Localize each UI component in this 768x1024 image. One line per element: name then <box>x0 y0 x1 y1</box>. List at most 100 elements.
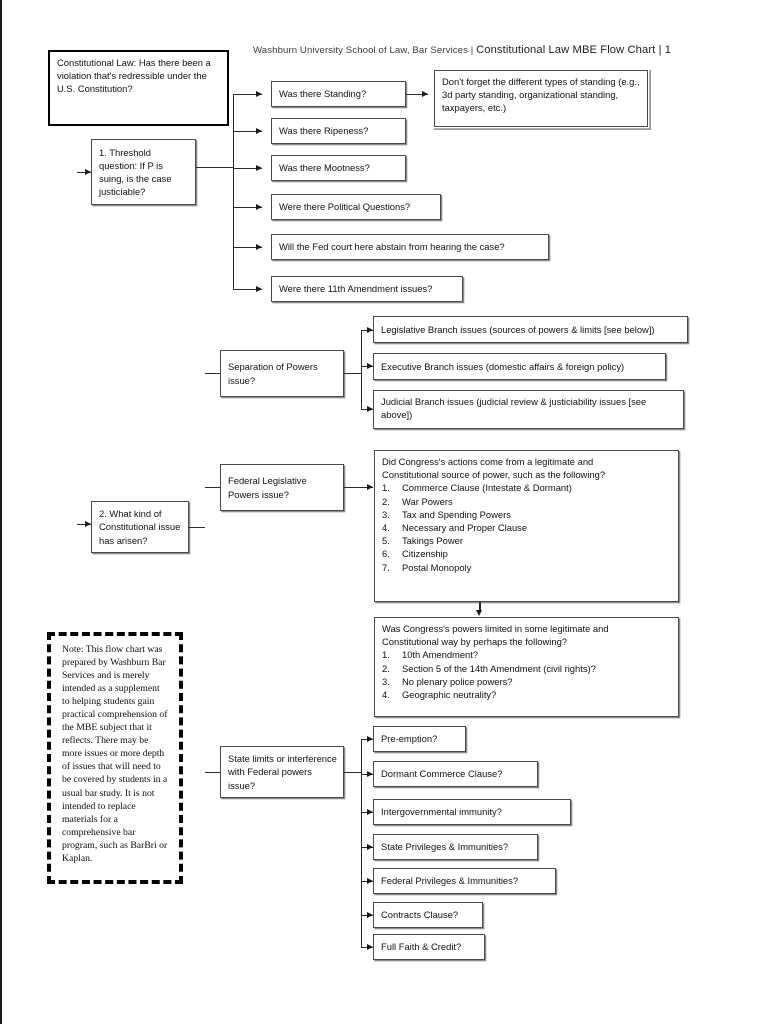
connector-sources-to-limits <box>479 602 481 611</box>
sources-item-6-label: Citizenship <box>402 548 448 560</box>
list-item: 2.Section 5 of the 14th Amendment (civil… <box>382 662 673 675</box>
sources-item-4-number: 4. <box>382 522 390 534</box>
root-box: Constitutional Law: Has there been a vio… <box>48 50 229 126</box>
sources-item-1-number: 1. <box>382 482 390 494</box>
root-label: Constitutional Law: Has there been a vio… <box>57 57 211 95</box>
box-judicial-branch: Judicial Branch issues (judicial review … <box>373 390 684 429</box>
stage-box-issue-kind: 2. What kind of Constitutional issue has… <box>91 501 189 553</box>
arrow-icon-to-issue-kind <box>85 520 91 527</box>
box-standing-note: Don't forget the different types of stan… <box>434 70 648 127</box>
label-judicial-branch: Judicial Branch issues (judicial review … <box>381 396 647 421</box>
arrow-icon-sources-box <box>367 483 373 490</box>
header-separator-2: | <box>655 44 665 56</box>
label-dormant-commerce-clause: Dormant Commerce Clause? <box>381 768 503 780</box>
limits-item-1-number: 1. <box>382 649 390 661</box>
connector-issue-kind-separation-of-powers <box>205 373 232 374</box>
note-line: to replace materials for <box>62 800 136 825</box>
header-separator-1: | <box>467 45 477 56</box>
label-standing-note: Don't forget the different types of stan… <box>442 76 640 114</box>
connector-issue-kind-out <box>189 527 205 528</box>
connector-standing-note <box>406 94 428 95</box>
note-line: need to be covered by <box>62 761 161 786</box>
arrow-icon-full-faith-credit <box>367 943 373 950</box>
note-line: be more issues or more <box>62 735 149 760</box>
note-line: was prepared by <box>62 644 163 669</box>
label-state-privileges-immunities: State Privileges & Immunities? <box>381 841 509 853</box>
limits-intro-line-1: Was Congress's powers limited in some le… <box>382 623 609 634</box>
label-eleventh-amendment: Were there 11th Amendment issues? <box>279 283 433 295</box>
note-line: a comprehensive bar <box>62 813 136 838</box>
sources-item-6-number: 6. <box>382 548 390 560</box>
note-line: as a supplement to <box>62 683 160 708</box>
arrow-icon-down-to-limits <box>476 610 482 616</box>
sources-item-7-label: Postal Monopoly <box>402 561 472 573</box>
connector-threshold-political-questions <box>233 207 262 208</box>
box-pre-emption: Pre-emption? <box>373 726 466 752</box>
stage-label-threshold: 1. Threshold question: If P is suing, is… <box>99 146 172 198</box>
connector-separation-of-powers-out <box>344 373 361 374</box>
connector-threshold-mootness <box>233 168 262 169</box>
note-line: helping students gain <box>71 696 155 708</box>
arrow-icon-pre-emption <box>367 735 373 742</box>
sources-list: 1.Commerce Clause (Intestate & Dormant) … <box>382 481 673 573</box>
arrow-icon-political-questions <box>256 203 262 210</box>
sources-item-2-number: 2. <box>382 495 390 507</box>
limits-list: 1.10th Amendment? 2.Section 5 of the 14t… <box>382 648 673 701</box>
header-institution: Washburn University School of Law, Bar S… <box>253 45 468 56</box>
label-contracts-clause: Contracts Clause? <box>381 909 459 921</box>
stage-box-threshold: 1. Threshold question: If P is suing, is… <box>91 139 196 205</box>
connector-state-limits-out <box>344 772 361 773</box>
connector-threshold-eleventh-amendment <box>233 289 262 290</box>
root-trunk-vertical <box>0 0 2 398</box>
sources-item-3-label: Tax and Spending Powers <box>402 508 511 520</box>
box-abstention: Will the Fed court here abstain from hea… <box>271 234 549 260</box>
list-item: 6. Citizenship <box>382 547 673 560</box>
arrow-icon-mootness <box>256 164 262 171</box>
list-item: 3. No plenary police powers? <box>382 675 673 688</box>
label-separation-of-powers: Separation of Powers issue? <box>228 361 318 386</box>
connector-threshold-ripeness <box>233 131 262 132</box>
list-item: 7.Postal Monopoly <box>382 561 673 574</box>
limits-item-4-number: 4. <box>382 689 390 701</box>
label-abstention: Will the Fed court here abstain from hea… <box>279 241 505 253</box>
issue-kind-fan-trunk <box>0 398 2 1024</box>
box-legislative-branch: Legislative Branch issues (sources of po… <box>373 316 688 343</box>
limits-item-3-label: No plenary police powers? <box>402 675 513 687</box>
label-political-questions: Were there Political Questions? <box>279 201 411 213</box>
list-item: 5.Takings Power <box>382 534 673 547</box>
limits-item-2-label: Section 5 of the 14th Amendment (civil r… <box>402 662 596 674</box>
connector-federal-legislative-out <box>344 487 373 488</box>
connector-threshold-standing <box>233 94 262 95</box>
threshold-fan-trunk <box>233 94 235 289</box>
list-item: 3. Tax and Spending Powers <box>382 508 673 521</box>
label-legislative-branch: Legislative Branch issues (sources of po… <box>381 323 655 335</box>
sources-item-3-number: 3. <box>382 508 390 520</box>
label-federal-legislative: Federal Legislative Powers issue? <box>228 475 307 500</box>
arrow-icon-executive-branch <box>367 362 373 369</box>
box-political-questions: Were there Political Questions? <box>271 194 441 220</box>
connector-threshold-abstention <box>233 247 262 248</box>
label-intergovernmental-immunity: Intergovernmental immunity? <box>381 806 502 818</box>
arrow-icon-ripeness <box>256 127 262 134</box>
box-congress-limits: Was Congress's powers limited in some le… <box>374 617 679 717</box>
label-standing: Was there Standing? <box>279 88 367 100</box>
arrow-icon-state-privileges-immunities <box>367 843 373 850</box>
arrow-icon-dormant-commerce-clause <box>367 770 373 777</box>
box-standing: Was there Standing? <box>271 81 406 107</box>
note-line: it reflects. There may <box>62 722 152 747</box>
limits-item-3-number: 3. <box>382 675 390 687</box>
arrow-icon-federal-privileges-immunities <box>367 877 373 884</box>
arrow-icon-intergovernmental-immunity <box>367 808 373 815</box>
list-item: 1.10th Amendment? <box>382 648 673 661</box>
label-state-limits: State limits or interference with Federa… <box>228 753 337 791</box>
note-line: study. It is not intended <box>62 787 155 812</box>
arrow-icon-abstention <box>256 243 262 250</box>
sources-item-2-label: War Powers <box>402 495 453 507</box>
label-ripeness: Was there Ripeness? <box>279 125 369 137</box>
arrow-icon-standing-note <box>422 90 428 97</box>
label-executive-branch: Executive Branch issues (domestic affair… <box>381 360 625 372</box>
arrow-icon-legislative-branch <box>367 326 373 333</box>
arrow-icon-contracts-clause <box>367 911 373 918</box>
note-line: of the MBE subject that <box>62 709 168 734</box>
